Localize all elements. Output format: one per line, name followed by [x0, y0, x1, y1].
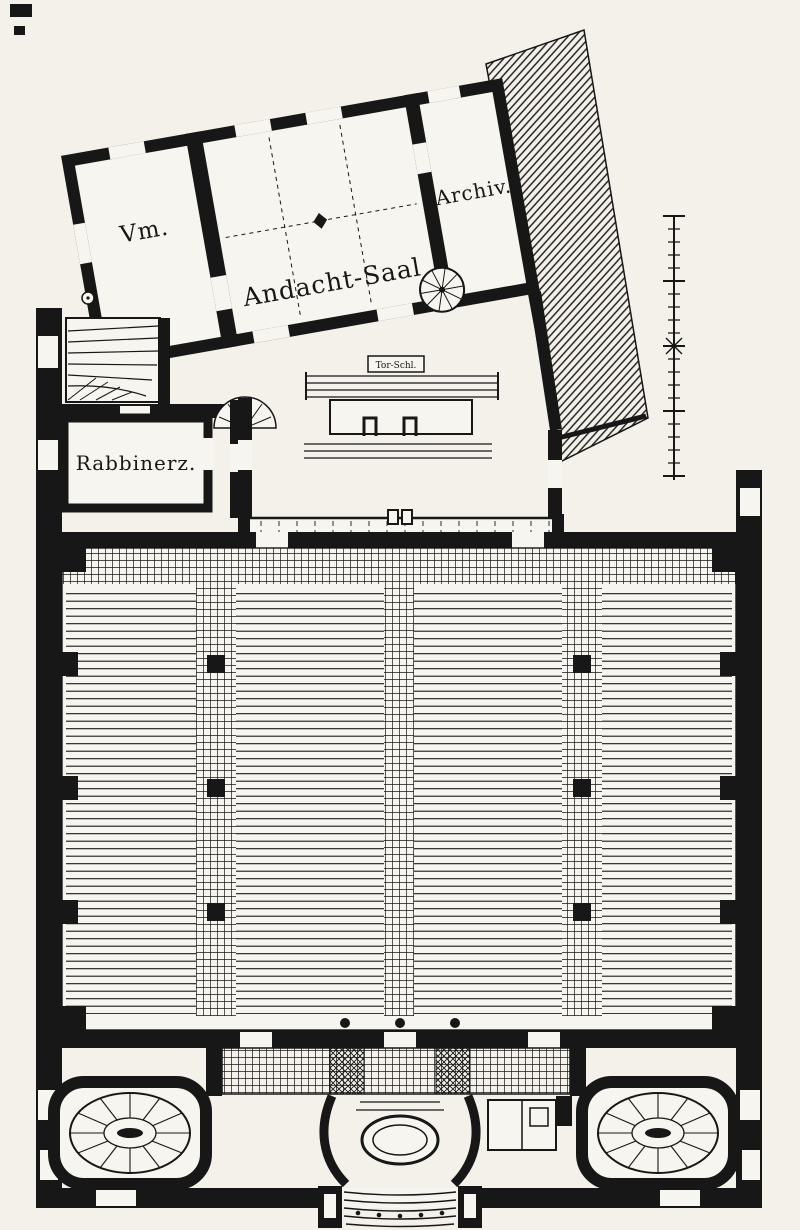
portico [319, 1094, 481, 1188]
stair-upper-left [65, 291, 170, 404]
pilasters [62, 652, 736, 924]
main-hall [36, 532, 762, 1048]
door-symbol-right [402, 416, 418, 436]
front-steps [318, 1186, 482, 1228]
spiral-stair [419, 266, 466, 313]
hall-inner-outline [61, 547, 737, 1031]
entrance-zone [36, 1047, 762, 1228]
neighbor-hatch-area [485, 28, 649, 464]
center-boss-mark [313, 212, 328, 229]
scale-bar [663, 215, 685, 480]
columns [207, 655, 591, 921]
prayer-hall-wing: Vm. Andacht-Saal Archiv. [61, 78, 541, 371]
door-symbol-left [362, 416, 378, 436]
oval-stair-left [54, 1082, 206, 1184]
pew-blocks [66, 590, 732, 1014]
bottom-facade-wall [36, 1188, 762, 1208]
entrance-vestibule-grid [221, 1047, 571, 1095]
column-dots [340, 1018, 460, 1028]
plate-marks [10, 4, 32, 35]
gallery-grid-band [62, 548, 736, 584]
label-rabbinerz: Rabbinerz. [76, 451, 197, 475]
oval-stair-right [582, 1082, 734, 1184]
label-tor: Tor-Schl. [376, 361, 417, 371]
side-closets [487, 1096, 572, 1151]
